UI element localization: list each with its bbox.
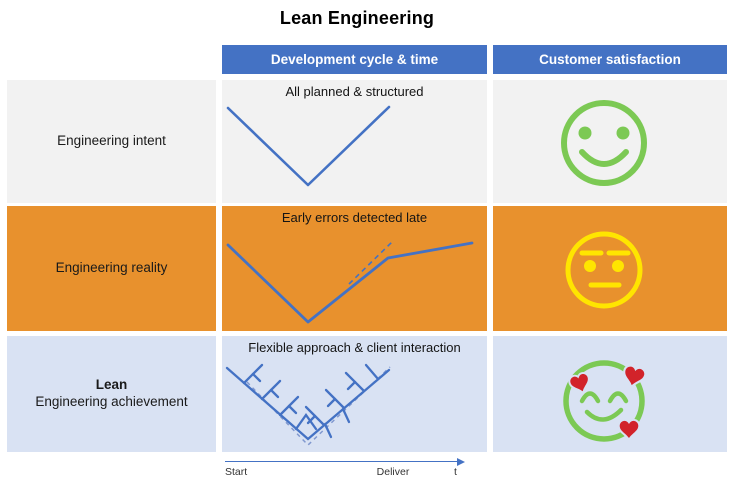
heart-top-right-icon bbox=[623, 364, 647, 389]
row-reality-label: Engineering reality bbox=[55, 260, 168, 276]
row-lean-chart-cell: Flexible approach & client interaction bbox=[222, 336, 487, 452]
row-reality-satisfaction-cell bbox=[493, 206, 727, 331]
row-intent-label: Engineering intent bbox=[57, 133, 166, 149]
row-intent-satisfaction-cell bbox=[493, 80, 727, 203]
column-header-development-label: Development cycle & time bbox=[270, 52, 439, 67]
row-reality-caption: Early errors detected late bbox=[281, 210, 428, 225]
row-lean-caption: Flexible approach & client interaction bbox=[248, 340, 461, 355]
axis-deliver-label: Deliver bbox=[376, 466, 410, 478]
row-intent-caption: All planned & structured bbox=[285, 84, 424, 99]
row-lean-satisfaction-cell bbox=[493, 336, 727, 452]
reality-late-error-chart bbox=[226, 240, 474, 324]
lean-flexible-path-chart bbox=[225, 363, 391, 447]
row-reality-label-cell: Engineering reality bbox=[7, 206, 216, 331]
time-axis-line bbox=[225, 461, 459, 462]
row-reality-chart-cell: Early errors detected late bbox=[222, 206, 487, 331]
time-axis-arrowhead-icon bbox=[457, 458, 465, 466]
heart-bottom-right-icon bbox=[617, 418, 641, 442]
heart-top-left-icon bbox=[568, 372, 590, 395]
skeptical-neutral-face-icon bbox=[565, 231, 643, 309]
column-header-satisfaction-label: Customer satisfaction bbox=[539, 52, 681, 67]
intent-v-curve-chart bbox=[226, 105, 391, 187]
happy-face-icon bbox=[561, 100, 647, 186]
axis-time-label: t bbox=[454, 466, 457, 478]
row-lean-label-cell: Lean Engineering achievement bbox=[7, 336, 216, 452]
row-lean-label-bold: Lean bbox=[95, 377, 128, 393]
axis-start-label: Start bbox=[225, 466, 248, 478]
row-intent-chart-cell: All planned & structured bbox=[222, 80, 487, 203]
row-lean-label: Engineering achievement bbox=[35, 394, 188, 409]
page-title: Lean Engineering bbox=[279, 8, 435, 28]
column-header-customer-satisfaction: Customer satisfaction bbox=[493, 45, 727, 74]
column-header-development-cycle: Development cycle & time bbox=[222, 45, 487, 74]
smiling-face-with-hearts-icon bbox=[563, 360, 647, 442]
row-intent-label-cell: Engineering intent bbox=[7, 80, 216, 203]
